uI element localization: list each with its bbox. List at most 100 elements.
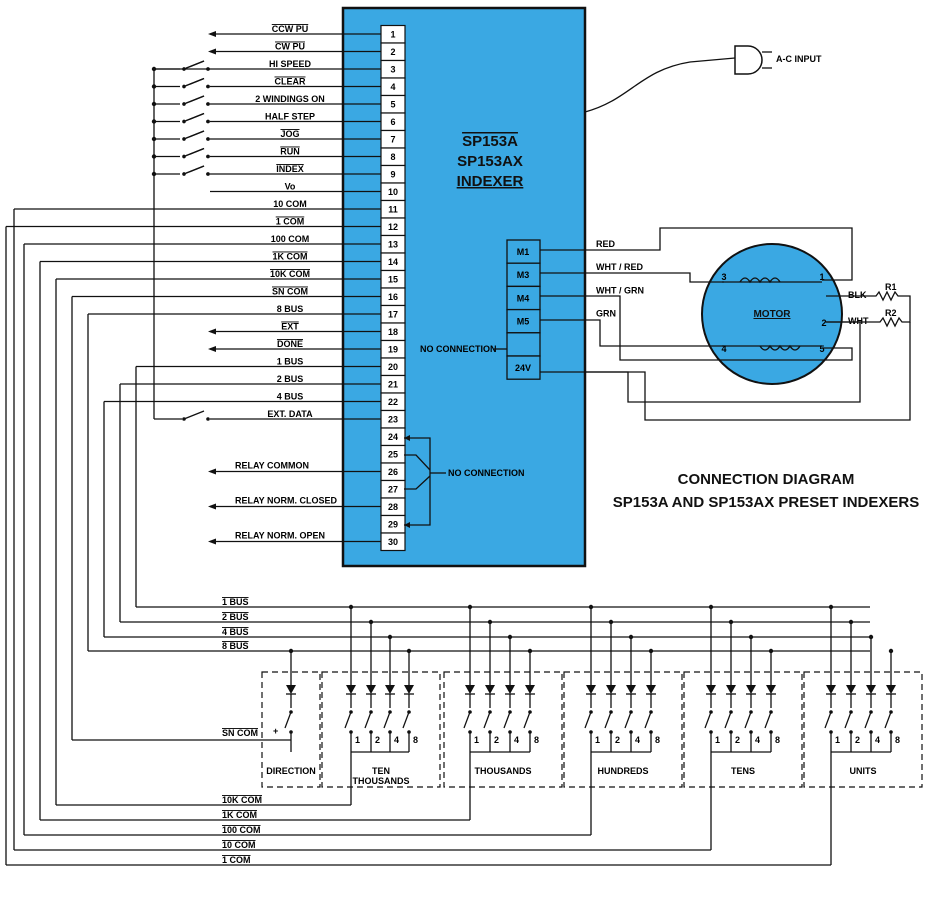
svg-text:2: 2 (821, 318, 826, 328)
motor: MOTOR 3 1 2 4 5 BLK WHT R1 R2 (540, 227, 911, 421)
group-name: TENS (731, 766, 755, 776)
terminal-number: 24 (388, 432, 398, 442)
terminal-label-2: CW PU (275, 42, 305, 52)
relay-no-connection: NO CONNECTION (448, 468, 525, 478)
terminal-number: 14 (388, 257, 398, 267)
terminal-label-9: INDEX (276, 164, 304, 174)
switch-digit: 8 (655, 735, 660, 745)
plus-sign: + (273, 726, 278, 736)
terminal-number: 21 (388, 380, 398, 390)
motor-terminal-id: M5 (517, 317, 530, 327)
terminal-label-20: 1 BUS (277, 357, 304, 367)
switch-digit: 1 (835, 735, 840, 745)
terminal-label-14: 1K COM (272, 252, 307, 262)
common-label: 1K COM (222, 810, 257, 820)
common-label: 10K COM (222, 795, 262, 805)
terminal-number: 4 (390, 82, 395, 92)
terminal-number: 8 (390, 152, 395, 162)
terminal-label-18: EXT (281, 322, 299, 332)
blk-label: BLK (848, 290, 867, 300)
group-name: THOUSANDS (474, 766, 531, 776)
terminal-label-1: CCW PU (272, 24, 309, 34)
svg-text:1: 1 (819, 272, 824, 282)
svg-text:3: 3 (721, 272, 726, 282)
motor-terminal-id: 24V (515, 363, 531, 373)
terminal-number: 20 (388, 362, 398, 372)
bus-label: 1 BUS (222, 597, 249, 607)
svg-text:5: 5 (819, 344, 824, 354)
terminal-label-16: SN COM (272, 287, 308, 297)
bus-label: 2 BUS (222, 612, 249, 622)
switch-group (321, 671, 441, 788)
bus-label: 4 BUS (222, 627, 249, 637)
terminal-number: 30 (388, 537, 398, 547)
motor-terminal (506, 332, 541, 357)
terminal-label-23: EXT. DATA (267, 409, 313, 419)
indexer-box (341, 6, 587, 568)
terminal-label-13: 100 COM (271, 234, 310, 244)
r1-label: R1 (885, 282, 897, 292)
title-line2: SP153A AND SP153AX PRESET INDEXERS (613, 494, 920, 511)
relay-label: RELAY NORM. CLOSED (235, 496, 338, 506)
terminal-number: 5 (390, 100, 395, 110)
group-name: HUNDREDS (597, 766, 648, 776)
motor-wire-color: WHT / GRN (596, 285, 644, 295)
switch-group (563, 671, 683, 788)
switch-digit: 1 (715, 735, 720, 745)
terminal-number: 1 (390, 30, 395, 40)
switch-digit: 2 (375, 735, 380, 745)
r2-label: R2 (885, 308, 897, 318)
relay-label: RELAY NORM. OPEN (235, 531, 325, 541)
terminal-label-3: HI SPEED (269, 59, 312, 69)
terminal-number: 28 (388, 502, 398, 512)
ac-input: A-C INPUT (584, 45, 822, 113)
terminal-strip: 1234567891011121314151617181920212223242… (380, 24, 406, 552)
switch-digit: 4 (875, 735, 880, 745)
switch-digit: 2 (735, 735, 740, 745)
motor-terminal (506, 355, 541, 380)
bus-label: 8 BUS (222, 641, 249, 651)
switch-group (803, 671, 923, 788)
terminal-number: 22 (388, 397, 398, 407)
switch-group (261, 671, 321, 788)
terminal-label-21: 2 BUS (277, 374, 304, 384)
group-name-line2: THOUSANDS (352, 776, 409, 786)
motor-body (701, 243, 843, 385)
terminal-number: 17 (388, 310, 398, 320)
terminal-number: 12 (388, 222, 398, 232)
terminal-label-12: 1 COM (276, 217, 305, 227)
switch-digit: 4 (755, 735, 760, 745)
wht-label: WHT (848, 316, 869, 326)
switch-digit: 2 (494, 735, 499, 745)
switch-digit: 4 (514, 735, 519, 745)
terminal-number: 3 (390, 65, 395, 75)
switch-digit: 8 (775, 735, 780, 745)
motor-wire-color: GRN (596, 309, 616, 319)
group-name: UNITS (850, 766, 877, 776)
terminal-label-4: CLEAR (275, 77, 306, 87)
indexer-name: INDEXER (457, 173, 524, 190)
terminal-number: 16 (388, 292, 398, 302)
switch-digit: 8 (895, 735, 900, 745)
switch-group (683, 671, 803, 788)
terminal-label-5: 2 WINDINGS ON (255, 94, 325, 104)
terminal-label-17: 8 BUS (277, 304, 304, 314)
terminal-label-10: Vo (285, 182, 296, 192)
terminal-number: 15 (388, 275, 398, 285)
switch-digit: 8 (534, 735, 539, 745)
terminal-number: 13 (388, 240, 398, 250)
switch-digit: 1 (595, 735, 600, 745)
motor-terminal-id: M4 (517, 293, 530, 303)
relay-label: RELAY COMMON (235, 461, 309, 471)
terminal-number: 26 (388, 467, 398, 477)
switch-group (443, 671, 563, 788)
indexer-model-a: SP153A (462, 133, 518, 150)
motor-terminal-id: M3 (517, 270, 530, 280)
terminal-number: 27 (388, 485, 398, 495)
title-line1: CONNECTION DIAGRAM (678, 471, 855, 488)
